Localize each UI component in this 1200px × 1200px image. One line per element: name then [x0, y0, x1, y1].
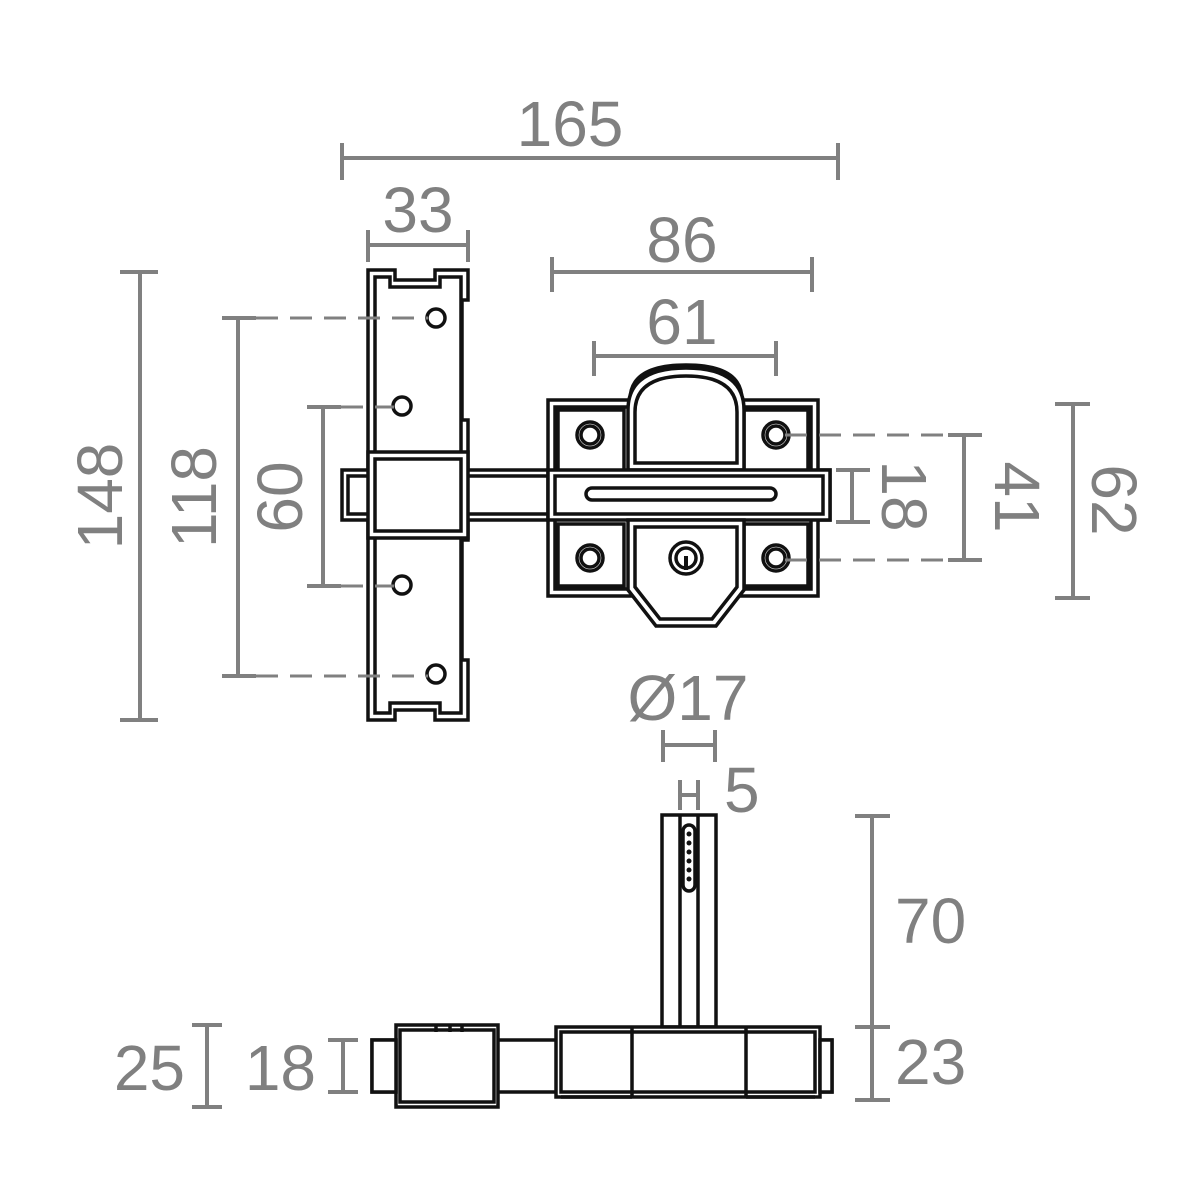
- dim-case-width: 86: [550, 204, 814, 292]
- dim-label-overall-height: 148: [64, 443, 136, 550]
- dim-label-plate-inner-hole-span: 60: [244, 461, 316, 532]
- screw-hole: [761, 543, 791, 573]
- dim-side-plate-depth: 25: [114, 1023, 222, 1109]
- dim-bolt-height: 18: [836, 460, 940, 532]
- dim-side-bolt-depth: 18: [245, 1032, 358, 1104]
- dim-label-overall-width: 165: [517, 88, 624, 160]
- dim-bar-length: 70: [855, 814, 966, 1027]
- dim-label-case-width: 86: [646, 204, 717, 276]
- dim-overall-width: 165: [340, 88, 840, 180]
- keyhole-icon: [668, 540, 704, 576]
- dim-case-height: 62: [1055, 402, 1150, 600]
- screw-hole: [575, 420, 605, 450]
- side-bar: [660, 813, 718, 1029]
- lock-case: [546, 363, 832, 628]
- dim-label-case-inner-width: 61: [646, 286, 717, 358]
- dim-label-plate-hole-span: 118: [158, 446, 230, 548]
- dim-label-key-diameter: Ø17: [628, 662, 749, 734]
- dim-key-diameter: Ø17: [628, 662, 749, 762]
- side-base: [370, 1023, 834, 1109]
- screw-hole: [575, 543, 605, 573]
- dim-overall-height: 148: [64, 270, 158, 722]
- dim-label-case-hole-span: 41: [981, 461, 1053, 532]
- dim-label-plate-width: 33: [382, 174, 453, 246]
- dim-label-bar-thickness: 5: [724, 754, 760, 826]
- dim-label-side-case-depth: 23: [895, 1026, 966, 1098]
- dim-label-side-plate-depth: 25: [114, 1032, 185, 1104]
- dim-plate-hole-span: 118: [158, 316, 428, 678]
- dim-label-bolt-height: 18: [868, 460, 940, 531]
- dim-side-case-depth: 23: [855, 1025, 966, 1102]
- dim-label-case-height: 62: [1078, 464, 1150, 535]
- dim-case-hole-span: 41: [785, 433, 1053, 562]
- dim-plate-inner-hole-span: 60: [244, 405, 394, 588]
- dim-bar-thickness: 5: [678, 754, 760, 826]
- dim-case-inner-width: 61: [592, 286, 778, 376]
- dim-label-side-bolt-depth: 18: [245, 1032, 316, 1104]
- dim-label-bar-length: 70: [895, 885, 966, 957]
- dim-plate-width: 33: [366, 174, 470, 262]
- screw-hole: [425, 663, 447, 685]
